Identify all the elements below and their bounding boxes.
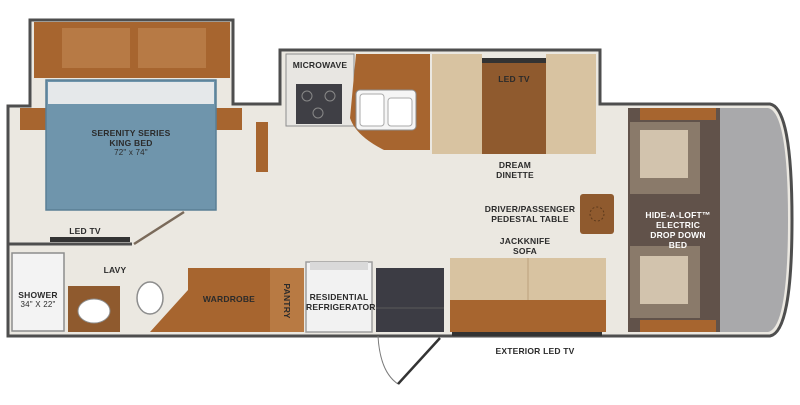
burner xyxy=(312,107,324,119)
loft-label-line2: ELECTRIC xyxy=(655,220,701,230)
burner xyxy=(301,90,313,102)
table-label-line1: DRIVER/PASSENGER xyxy=(484,204,576,214)
pedestal-table-center xyxy=(589,206,605,222)
entry-step xyxy=(376,268,444,332)
sofa-seat xyxy=(450,300,606,332)
dinette-tv xyxy=(482,58,546,63)
fridge-label-line2: REFRIGERATOR xyxy=(306,302,376,312)
loft-label-line3: DROP DOWN xyxy=(650,230,706,240)
dinette-bench-right xyxy=(546,54,596,154)
shower-label-line2: 34" X 22" xyxy=(20,300,56,309)
bedroom-tv-label: LED TV xyxy=(69,226,101,236)
cooktop xyxy=(296,84,342,124)
sofa-label-line2: SOFA xyxy=(513,246,537,256)
exterior-tv-label: EXTERIOR LED TV xyxy=(495,346,575,356)
bed-size: 72" x 74" xyxy=(114,148,148,157)
shower-label-line1: SHOWER xyxy=(18,290,58,300)
driver-cushion xyxy=(640,256,688,304)
bedroom-closet xyxy=(256,122,268,172)
entry-door-swing xyxy=(377,335,399,385)
cab-area xyxy=(720,108,788,332)
passenger-cushion xyxy=(640,130,688,178)
lavy-sink xyxy=(77,298,111,324)
pantry xyxy=(270,268,304,332)
exterior-tv xyxy=(452,332,602,336)
loft-label-line4: BED xyxy=(668,240,688,250)
nightstand-left xyxy=(20,108,48,130)
toilet xyxy=(136,281,164,315)
bedroom-door xyxy=(133,210,185,246)
pedestal-table xyxy=(580,194,614,234)
sink-bowl-right xyxy=(387,97,413,127)
dash-console-top xyxy=(640,108,716,120)
microwave-label: MICROWAVE xyxy=(292,60,348,70)
burner xyxy=(324,90,336,102)
bed-title-line2: KING BED xyxy=(109,138,153,148)
dinette-tv-label: LED TV xyxy=(498,74,530,84)
dinette-label-line2: DINETTE xyxy=(496,170,534,180)
headboard-panel-left xyxy=(62,28,130,68)
pantry-label: PANTRY xyxy=(282,283,292,319)
wardrobe xyxy=(188,268,270,332)
entry-door xyxy=(397,337,441,385)
wardrobe-label: WARDROBE xyxy=(202,294,256,304)
lavy-label: LAVY xyxy=(103,265,127,275)
dinette-table xyxy=(482,60,546,154)
loft-label-line1: HIDE-A-LOFT™ xyxy=(645,210,711,220)
wardrobe-shelf xyxy=(150,290,188,332)
sink-bowl-left xyxy=(359,93,385,127)
bedroom-tv xyxy=(50,237,130,242)
nightstand-right xyxy=(214,108,242,130)
headboard-panel-right xyxy=(138,28,206,68)
bed-pillows xyxy=(48,82,214,104)
dinette-label-line1: DREAM xyxy=(498,160,532,170)
dash-console-bottom xyxy=(640,320,716,332)
table-label-line2: PEDESTAL TABLE xyxy=(491,214,569,224)
shower xyxy=(11,252,65,332)
bed-title-line1: SERENITY SERIES xyxy=(91,128,171,138)
dinette-bench-left xyxy=(432,54,482,154)
fridge-label-line1: RESIDENTIAL xyxy=(309,292,369,302)
fridge-top xyxy=(310,262,368,270)
sofa-label-line1: JACKKNIFE xyxy=(499,236,551,246)
